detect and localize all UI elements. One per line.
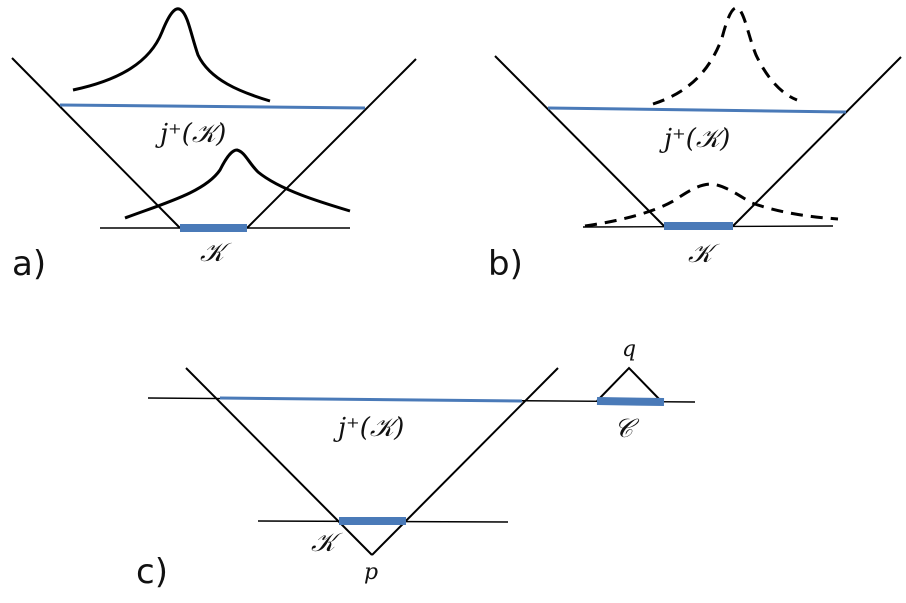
- panel-a-k-label: 𝒦: [200, 238, 232, 268]
- panel-c-letter: c): [136, 552, 168, 592]
- panel-a: j⁺(𝒦) 𝒦 a): [11, 7, 417, 284]
- panel-c-k-label: 𝒦: [311, 528, 343, 558]
- panel-a-letter: a): [12, 244, 46, 284]
- panel-a-future-label: j⁺(𝒦): [155, 119, 226, 149]
- panel-b-future-label: j⁺(𝒦): [659, 124, 730, 154]
- panel-c-future-label: j⁺(𝒦): [333, 413, 404, 443]
- panel-c-past-cone-of-q: [596, 366, 663, 403]
- panel-c-p-label: p: [364, 560, 378, 585]
- panel-c: j⁺(𝒦) 𝒦 p q 𝒞 c): [136, 337, 696, 592]
- panel-b-cone-right: [732, 56, 902, 227]
- panel-c-c-label: 𝒞: [614, 414, 640, 444]
- panel-b: j⁺(𝒦) 𝒦 b): [488, 6, 902, 284]
- panel-a-cone-left: [11, 57, 181, 229]
- panel-b-pulse-upper-dashed: [652, 6, 798, 106]
- panel-a-cone-right: [246, 58, 417, 229]
- panel-c-future-slice: [219, 396, 523, 403]
- panel-b-cone-left: [494, 55, 665, 227]
- panel-c-cone-right: [371, 367, 559, 556]
- panel-a-pulse-upper: [72, 7, 271, 103]
- panel-b-letter: b): [488, 244, 523, 284]
- panel-c-cone-left: [185, 367, 373, 556]
- panel-a-pulse-lower: [124, 148, 351, 220]
- panel-c-region-c: [596, 397, 665, 406]
- panel-b-pulse-lower-dashed: [584, 182, 839, 228]
- panel-b-future-slice: [547, 106, 847, 114]
- panel-c-q-label: q: [622, 337, 636, 362]
- panel-b-k-label: 𝒦: [688, 239, 720, 269]
- panel-a-future-slice: [59, 103, 366, 110]
